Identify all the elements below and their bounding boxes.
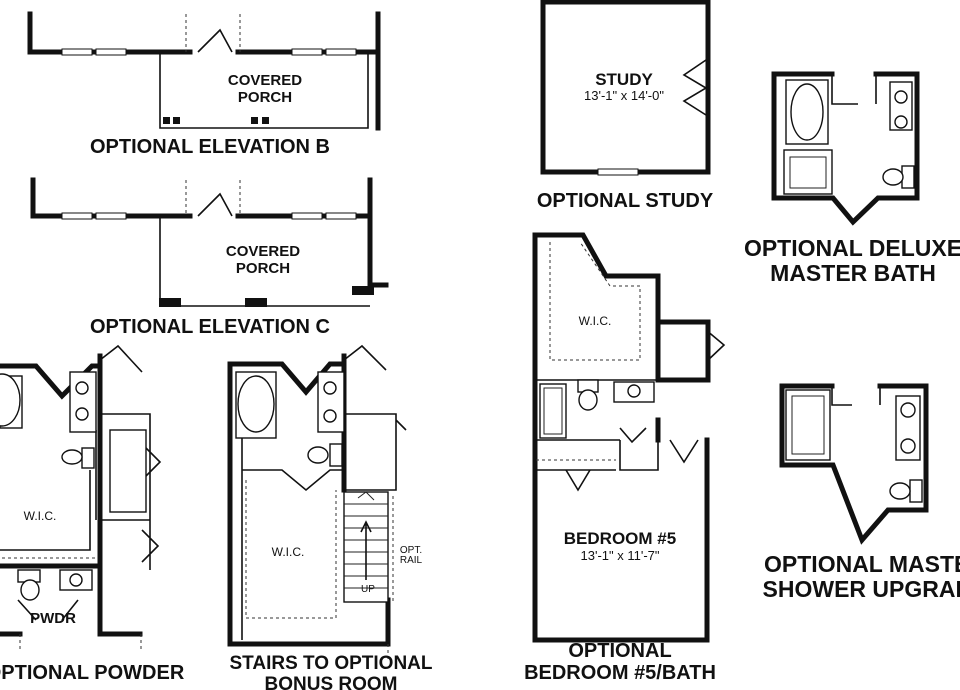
study-dimensions: 13'-1" x 14'-0"	[584, 88, 664, 103]
powder-plan	[0, 344, 162, 652]
deluxe-bath-plan	[771, 71, 920, 226]
powder-wic-label: W.I.C.	[23, 509, 57, 523]
bedroom5-room-label: BEDROOM #5	[563, 529, 677, 548]
optional-bedroom5-caption: OPTIONAL BEDROOM #5/BATH	[524, 640, 716, 684]
stairs-wic-label: W.I.C.	[271, 545, 305, 559]
study-plan	[540, 0, 711, 176]
master-shower-upgrade-caption: OPTIONAL MASTER SHOWER UPGRADE	[762, 551, 960, 602]
elevation-b-plan	[27, 11, 381, 131]
bedroom5-dimensions: 13'-1" x 11'-7"	[580, 548, 660, 563]
elevation-b-caption: OPTIONAL ELEVATION B	[89, 136, 330, 158]
elevation-c-caption: OPTIONAL ELEVATION C	[89, 316, 330, 338]
bedroom5-wic-label: W.I.C.	[578, 314, 612, 328]
covered-porch-b-label: COVERED PORCH	[227, 72, 303, 106]
covered-porch-c-label: COVERED PORCH	[225, 243, 301, 277]
stairs-plan	[227, 344, 407, 660]
study-room-label: STUDY	[595, 70, 653, 89]
shower-upgrade-plan	[779, 383, 929, 545]
pwdr-label: PWDR	[30, 610, 76, 627]
optional-study-caption: OPTIONAL STUDY	[536, 190, 714, 212]
optional-powder-caption: OPTIONAL POWDER	[0, 662, 185, 684]
stairs-bonus-room-caption: STAIRS TO OPTIONAL BONUS ROOM	[229, 653, 433, 690]
stairs-up-label: UP	[361, 584, 375, 595]
elevation-c-plan	[30, 177, 389, 307]
opt-rail-label: OPT. RAIL	[399, 545, 423, 566]
bedroom5-plan	[532, 232, 726, 643]
deluxe-master-bath-caption: OPTIONAL DELUXE MASTER BATH	[743, 235, 960, 286]
